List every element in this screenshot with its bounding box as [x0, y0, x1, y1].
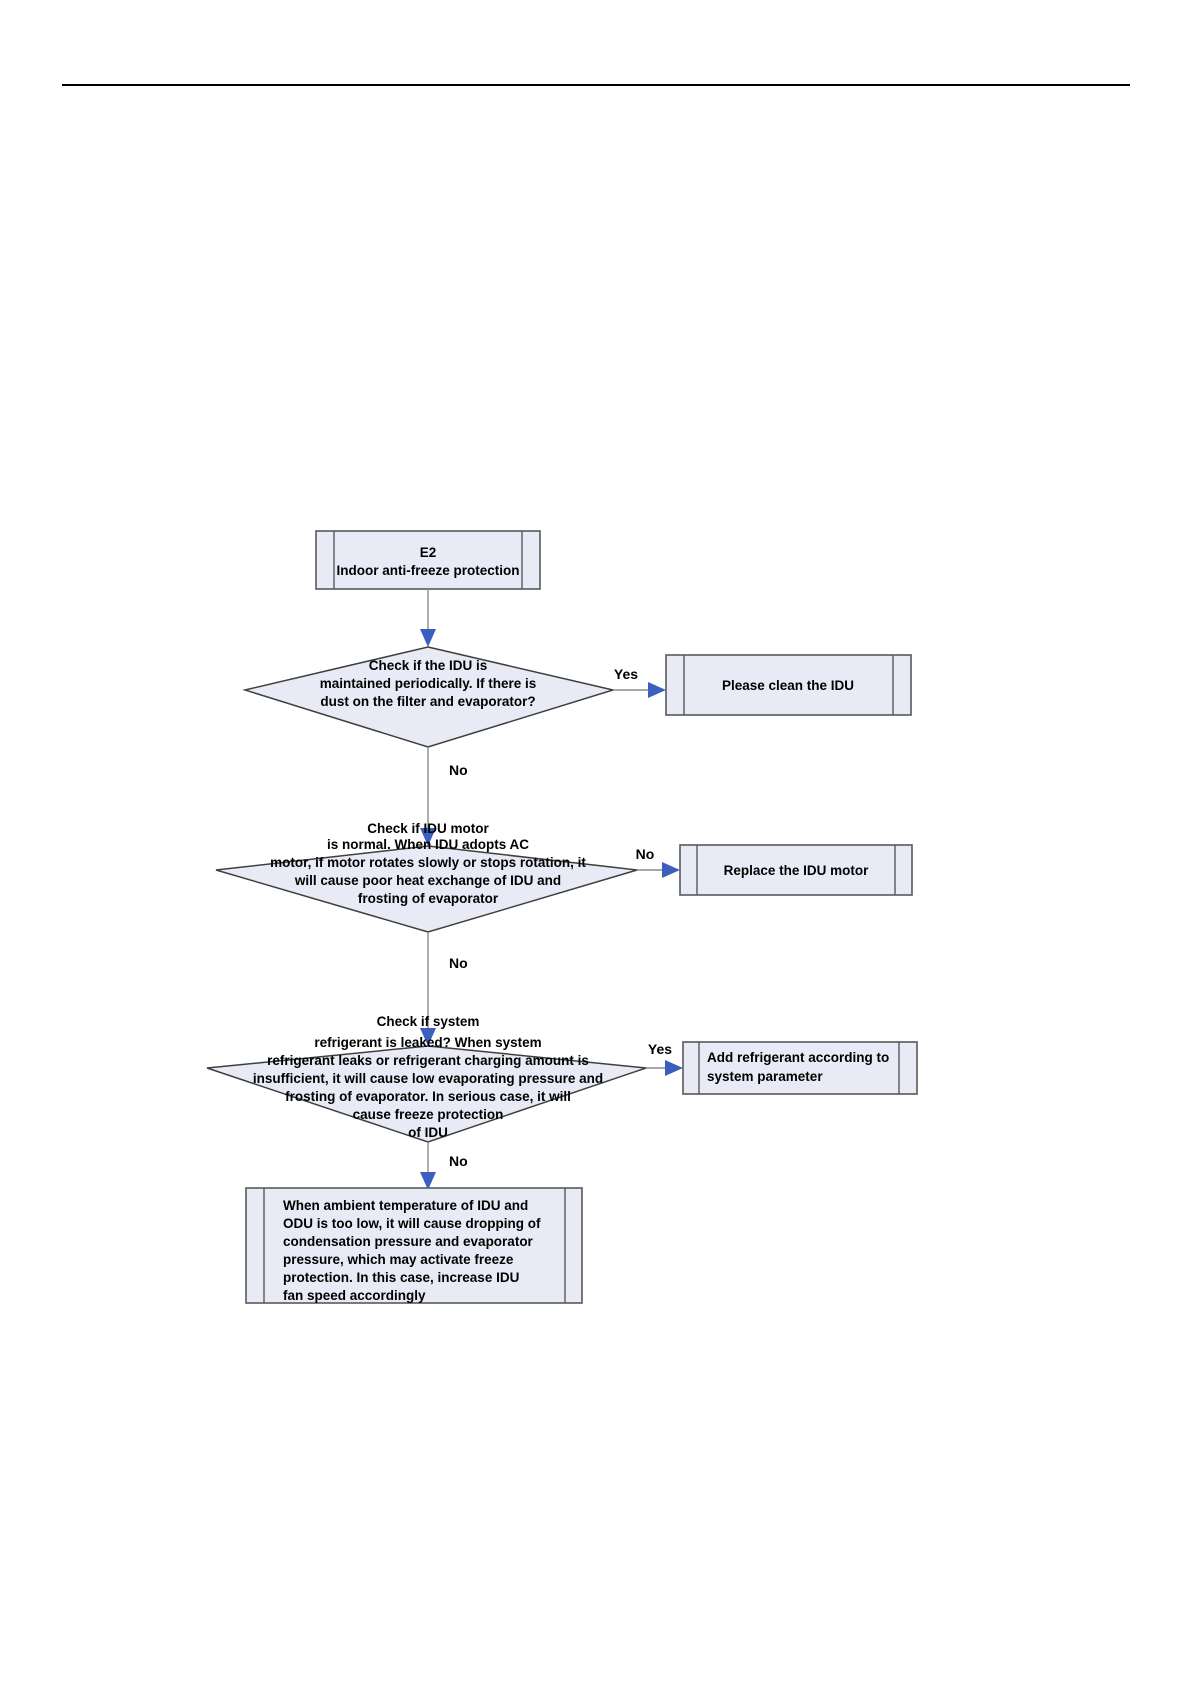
node-note-ambient-temperature[interactable]: When ambient temperature of IDU and ODU …: [245, 1187, 583, 1304]
clean-idu-shape-body: [665, 654, 912, 716]
edge-label-no-motor-right: No: [636, 846, 655, 862]
decision-refrigerant-line-1: Check if system: [377, 1014, 480, 1029]
decision-refrigerant-line-3: refrigerant leaks or refrigerant chargin…: [267, 1053, 589, 1068]
edge-maintenance-no: No: [420, 747, 468, 846]
ambient-note-line-5: protection. In this case, increase IDU: [283, 1270, 519, 1285]
decision-refrigerant-line-5: frosting of evaporator. In serious case,…: [285, 1089, 571, 1104]
decision-motor-line-4: will cause poor heat exchange of IDU and: [294, 873, 561, 888]
add-refrigerant-shape-body: [682, 1041, 918, 1095]
ambient-note-line-6: fan speed accordingly: [283, 1288, 426, 1303]
node-decision-refrigerant[interactable]: Check if system refrigerant is leaked? W…: [206, 1014, 647, 1143]
start-shape-body: [315, 530, 541, 590]
add-refrigerant-line-1: Add refrigerant according to: [707, 1050, 889, 1065]
decision-refrigerant-line-4: insufficient, it will cause low evaporat…: [253, 1071, 603, 1086]
edge-label-no-maintenance: No: [449, 762, 468, 778]
decision-maintenance-line-1: Check if the IDU is: [369, 658, 488, 673]
edge-motor-no-right: No: [636, 846, 680, 878]
arrowhead-icon: [420, 828, 436, 846]
decision-refrigerant-line-7: of IDU: [408, 1125, 448, 1140]
edge-start-to-maintenance: [420, 589, 436, 647]
replace-motor-shape-body: [679, 844, 913, 896]
ambient-note-line-1: When ambient temperature of IDU and: [283, 1198, 528, 1213]
replace-motor-label: Replace the IDU motor: [724, 863, 870, 878]
add-refrigerant-line-2: system parameter: [707, 1069, 823, 1084]
edge-label-no-motor-down: No: [449, 955, 468, 971]
decision-motor-line-3: motor, if motor rotates slowly or stops …: [270, 855, 586, 870]
ambient-note-shape-body: [245, 1187, 583, 1304]
arrowhead-icon: [648, 682, 666, 698]
ambient-note-line-3: condensation pressure and evaporator: [283, 1234, 534, 1249]
decision-refrigerant-line-2: refrigerant is leaked? When system: [314, 1035, 541, 1050]
edge-label-yes-refrigerant: Yes: [648, 1041, 672, 1057]
node-start[interactable]: E2 Indoor anti-freeze protection: [315, 530, 541, 590]
ambient-note-line-4: pressure, which may activate freeze: [283, 1252, 514, 1267]
decision-refrigerant-line-6: cause freeze protection: [353, 1107, 504, 1122]
edge-label-yes-maintenance: Yes: [614, 666, 638, 682]
page-header-rule: [62, 84, 1130, 86]
ambient-note-line-2: ODU is too low, it will cause dropping o…: [283, 1216, 541, 1231]
decision-maintenance-line-2: maintained periodically. If there is: [320, 676, 537, 691]
decision-motor-line-5: frosting of evaporator: [358, 891, 499, 906]
arrowhead-icon: [420, 629, 436, 647]
edge-maintenance-yes: Yes: [613, 666, 666, 698]
edge-motor-no-down: No: [420, 932, 468, 1046]
decision-motor-line-1-visible: Check if IDU motor: [367, 821, 489, 836]
decision-motor-line-2: is normal. When IDU adopts AC: [327, 837, 529, 852]
node-action-add-refrigerant[interactable]: Add refrigerant according to system para…: [682, 1041, 918, 1095]
arrowhead-icon: [420, 1028, 436, 1046]
arrowhead-icon: [420, 1172, 436, 1190]
arrowhead-icon: [665, 1060, 683, 1076]
node-action-clean-idu[interactable]: Please clean the IDU: [665, 654, 912, 716]
edge-refrigerant-yes: Yes: [646, 1041, 683, 1076]
node-decision-maintenance[interactable]: Check if the IDU is maintained periodica…: [242, 646, 616, 748]
edge-label-no-refrigerant: No: [449, 1153, 468, 1169]
arrowhead-icon: [662, 862, 680, 878]
edge-refrigerant-no: No: [420, 1142, 468, 1190]
decision-maintenance-line-3: dust on the filter and evaporator?: [320, 694, 535, 709]
clean-idu-label: Please clean the IDU: [722, 678, 854, 693]
start-label-line-1: E2: [420, 545, 437, 560]
node-decision-motor[interactable]: Check if IDU motor Check if IDU motor is…: [215, 821, 638, 933]
node-action-replace-motor[interactable]: Replace the IDU motor: [679, 844, 913, 896]
start-label-line-2: Indoor anti-freeze protection: [336, 563, 519, 578]
